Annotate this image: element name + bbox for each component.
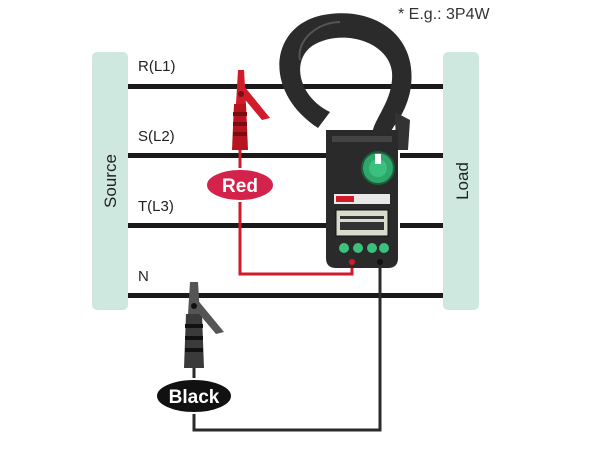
example-note: * E.g.: 3P4W <box>398 6 490 23</box>
clamp-meter-icon <box>279 13 412 268</box>
conductor-s-left <box>128 153 333 158</box>
source-label: Source <box>101 154 120 208</box>
red-lead-label: Red <box>222 176 258 197</box>
red-clip-icon <box>232 70 270 150</box>
red-lead-badge: Red <box>205 168 275 202</box>
conductor-n <box>128 293 443 298</box>
load-panel <box>443 52 479 310</box>
load-label: Load <box>453 162 472 200</box>
black-lead-wire <box>192 264 382 432</box>
conductor-t-right <box>400 223 443 228</box>
black-lead-badge: Black <box>155 378 233 414</box>
black-lead-label: Black <box>169 387 220 408</box>
line-label-r: R(L1) <box>138 58 176 75</box>
black-clip-icon <box>184 282 224 368</box>
line-label-n: N <box>138 268 149 285</box>
line-label-s: S(L2) <box>138 128 175 145</box>
source-panel <box>92 52 128 310</box>
line-label-t: T(L3) <box>138 198 174 215</box>
conductor-s-right <box>400 153 443 158</box>
conductor-t-left <box>128 223 333 228</box>
